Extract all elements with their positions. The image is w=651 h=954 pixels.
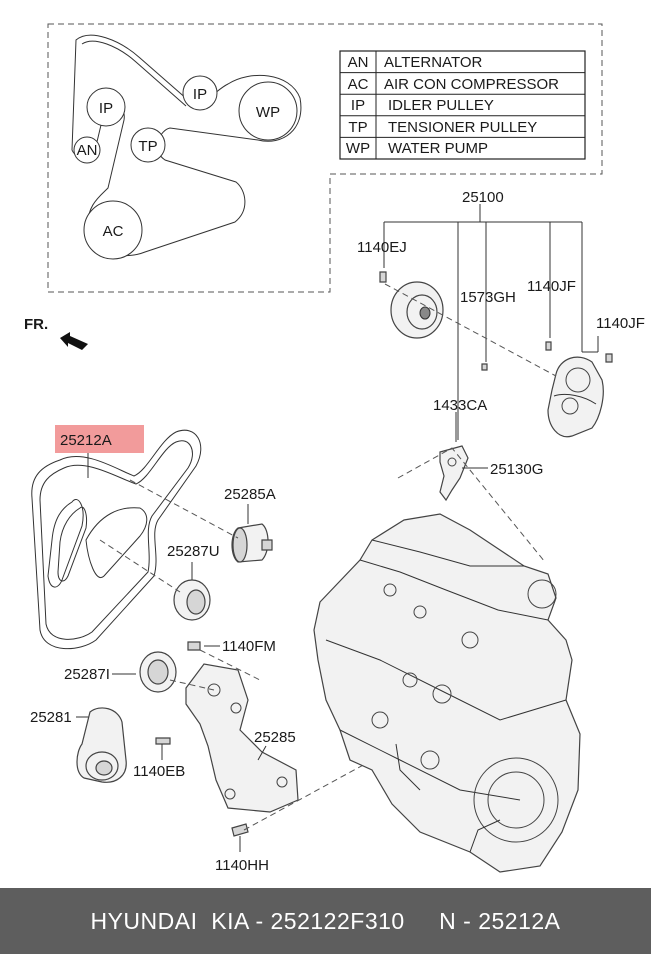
label-1433CA: 1433CA (433, 397, 487, 414)
idler-pulley-group: 25285A 25287U (99, 479, 276, 621)
pulley-an (73, 136, 101, 164)
water-pump-assembly: 25100 1140EJ 1573GH 1140JF 1140JF (357, 189, 645, 440)
label-1140EB: 1140EB (133, 763, 185, 780)
label-25212A: 25212A (60, 432, 112, 449)
front-arrow-icon (60, 332, 88, 350)
label-1140JF-upper: 1140JF (527, 278, 576, 295)
label-25285: 25285 (254, 729, 296, 746)
label-1140JF-right: 1140JF (596, 315, 645, 332)
pulley-tp-label: TP (138, 138, 157, 155)
legend-code-ip: IP (351, 97, 365, 114)
pulley-ip-upper-label: IP (193, 86, 207, 103)
pulley-ip-left-label: IP (99, 100, 113, 117)
label-25100: 25100 (462, 189, 504, 206)
label-25287U: 25287U (167, 543, 220, 560)
pulley-ip-left (86, 87, 126, 127)
pulley-tp (130, 127, 166, 163)
label-25130G: 25130G (490, 461, 543, 478)
parts-diagram: IP WP IP TP AN AC AN ALTERNATOR AC AIR C… (24, 23, 645, 874)
pulley-an-label: AN (77, 142, 98, 159)
label-25281: 25281 (30, 709, 72, 726)
label-1140EJ: 1140EJ (357, 239, 407, 256)
highlight-25212A: 25212A (55, 425, 144, 478)
label-25287I: 25287I (64, 666, 110, 683)
water-pump-body (547, 356, 604, 438)
engine-block (313, 513, 581, 873)
footer-bar: HYUNDAI KIA - 252122F310 N - 25212A (0, 888, 651, 954)
footer-part-numbers: HYUNDAI KIA - 252122F310 N - 25212A (90, 907, 561, 934)
gasket-assembly: 1433CA 25130G (397, 397, 546, 563)
legend-name-tensioner-pulley: TENSIONER PULLEY (388, 119, 537, 136)
belt-routing-inset: IP WP IP TP AN AC (47, 23, 603, 293)
label-25285A: 25285A (224, 486, 276, 503)
legend-code-tp: TP (348, 119, 367, 136)
label-1140HH: 1140HH (215, 857, 269, 874)
bracket-25285 (185, 663, 299, 813)
label-1140FM: 1140FM (222, 638, 276, 655)
highlight-box (55, 425, 144, 453)
legend-table: AN ALTERNATOR AC AIR CON COMPRESSOR IP I… (339, 50, 586, 160)
front-label: FR. (24, 316, 48, 333)
legend-code-wp: WP (346, 140, 370, 157)
legend-code-ac: AC (348, 76, 369, 93)
drive-belt-25212A (31, 429, 202, 650)
legend-name-air-con-compressor: AIR CON COMPRESSOR (384, 76, 559, 93)
legend-name-water-pump: WATER PUMP (388, 140, 488, 157)
gasket-25130G (439, 445, 469, 502)
tensioner-bracket-group: 1140FM 25287I 25281 25285 1140EB 1140HH (30, 638, 401, 874)
legend-name-alternator: ALTERNATOR (384, 54, 483, 71)
legend-code-an: AN (348, 54, 369, 71)
pulley-wp-label: WP (256, 104, 280, 121)
label-1573GH: 1573GH (460, 289, 516, 306)
pulley-ip-upper (182, 75, 218, 111)
legend-name-idler-pulley: IDLER PULLEY (388, 97, 494, 114)
front-direction-indicator: FR. (24, 316, 88, 350)
pulley-wp (238, 81, 298, 141)
pulley-ac (83, 200, 143, 260)
pulley-ac-label: AC (103, 223, 124, 240)
